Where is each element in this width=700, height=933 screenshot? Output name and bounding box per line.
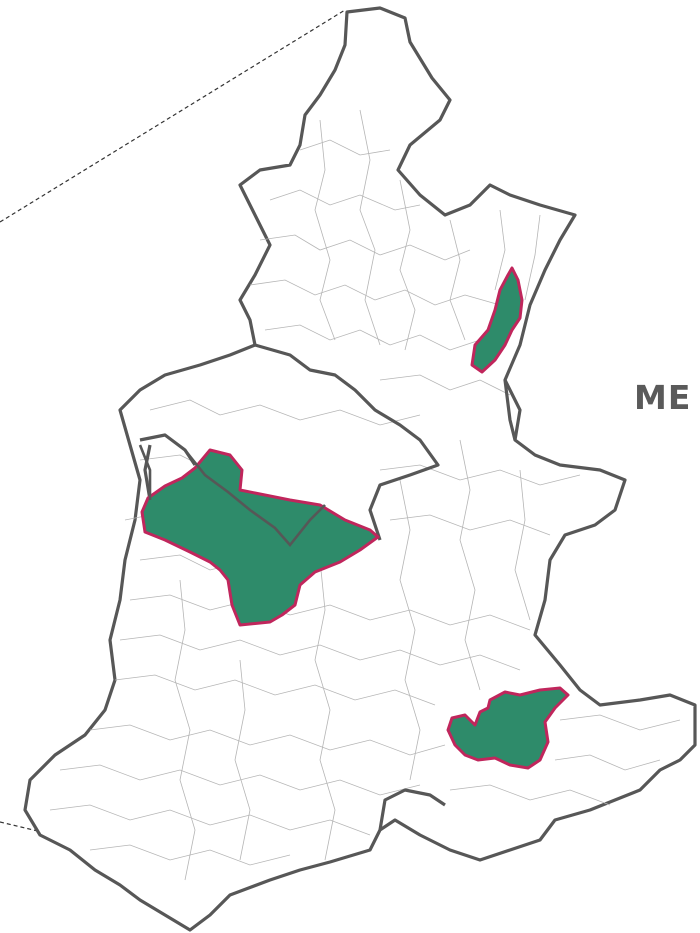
highlight-zone-south xyxy=(446,686,570,770)
edge-label-text: ME xyxy=(634,378,692,417)
highlighted-zones xyxy=(140,266,570,770)
callout-line-bottom xyxy=(0,821,43,833)
callout-line-top xyxy=(0,9,346,223)
highlight-zone-central xyxy=(140,448,380,627)
district-line-central xyxy=(183,449,326,548)
region-outline xyxy=(23,6,697,932)
highlight-zone-north xyxy=(470,266,524,374)
district-boundaries xyxy=(139,343,517,831)
municipal-boundaries xyxy=(49,109,681,881)
district-line-central-2 xyxy=(138,444,152,500)
